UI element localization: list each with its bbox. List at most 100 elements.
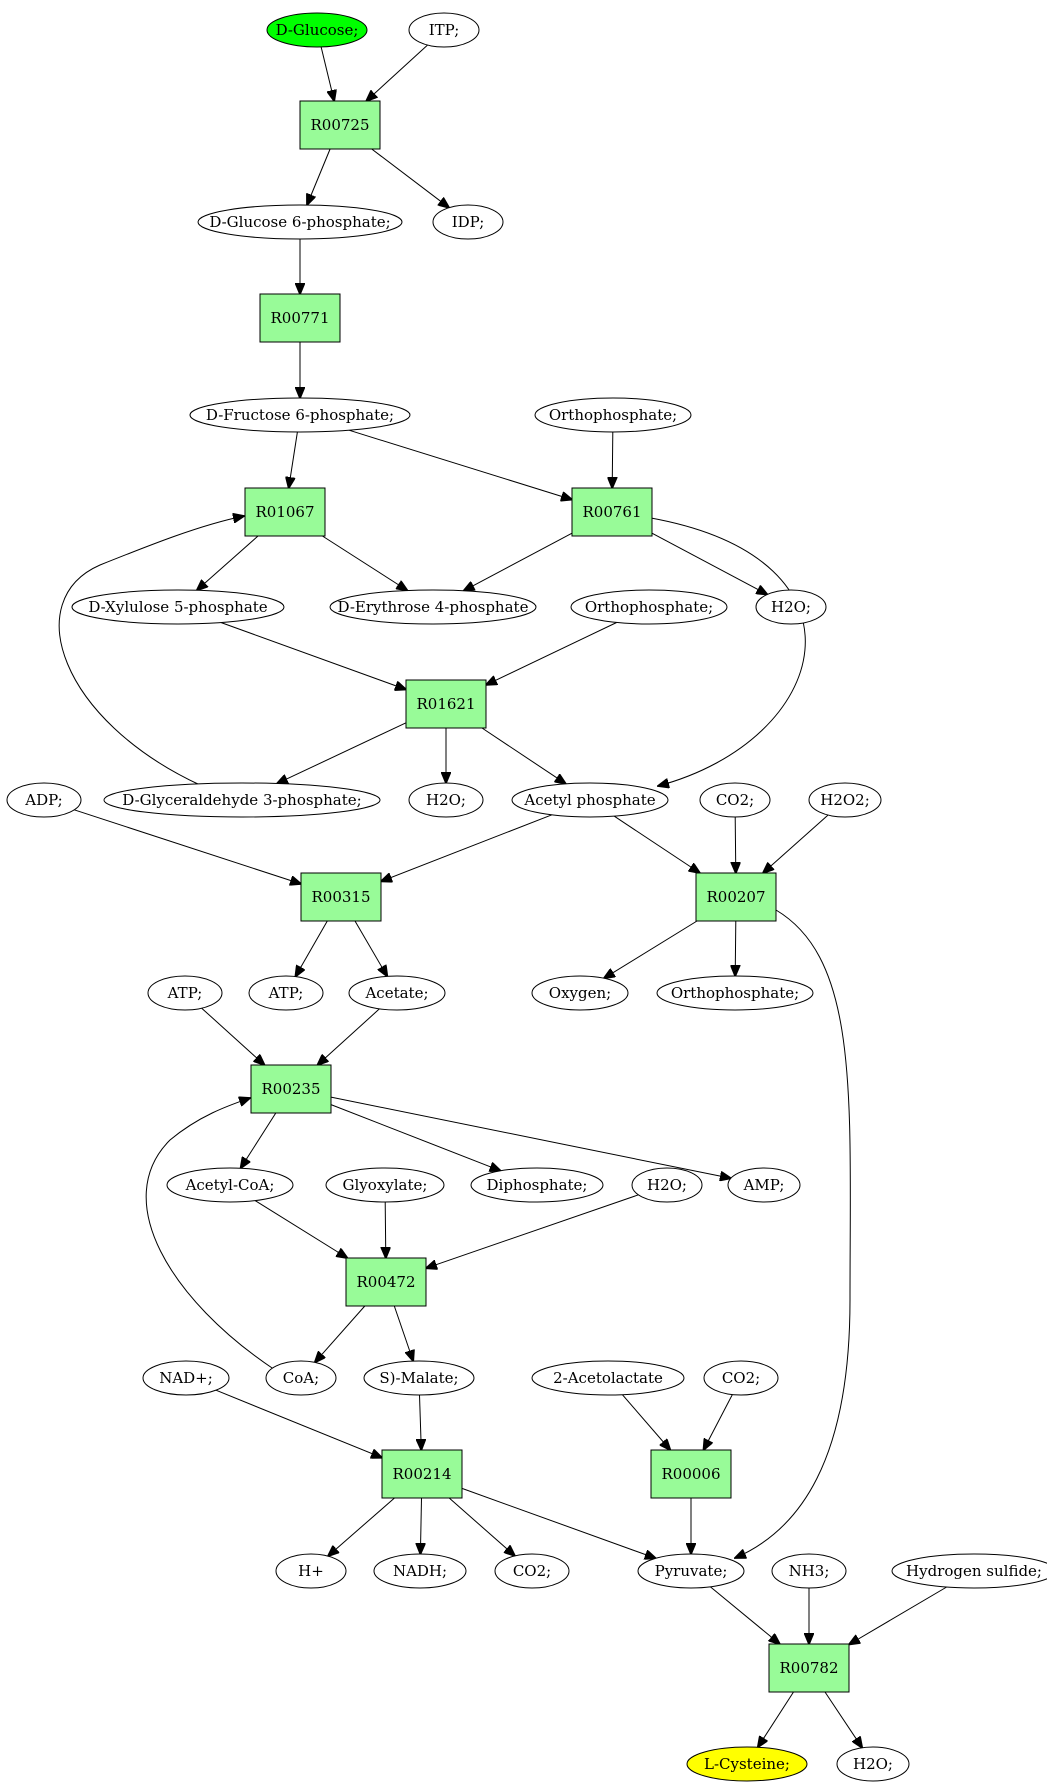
node-label: CO2; — [513, 1562, 551, 1580]
node-label: R00725 — [310, 116, 369, 134]
compound-node-co2b: CO2; — [703, 1360, 779, 1396]
node-label: R00315 — [311, 888, 370, 906]
edge-atp1-to-r00235 — [201, 1007, 265, 1065]
node-label: R00782 — [779, 1659, 838, 1677]
compound-node-acp: Acetyl phosphate — [511, 782, 669, 818]
compound-ellipse — [470, 1167, 604, 1203]
compound-ellipse — [432, 204, 504, 240]
compound-ellipse — [570, 589, 728, 625]
reaction-node-r00207: R00207 — [695, 872, 777, 922]
edge-r00214-to-pyr — [461, 1487, 656, 1558]
compound-node-ppi: Diphosphate; — [470, 1167, 604, 1203]
node-label: R00214 — [392, 1465, 451, 1483]
edge-x5p-to-r01621 — [220, 622, 406, 690]
compound-ellipse — [189, 397, 411, 433]
compound-ellipse — [808, 782, 882, 818]
compound-ellipse — [166, 1167, 294, 1203]
node-label: H+ — [298, 1562, 324, 1580]
reaction-box — [768, 1643, 850, 1693]
edge-pyr-to-r00782 — [709, 1586, 780, 1644]
node-label: H2O; — [771, 598, 811, 616]
node-label: CoA; — [283, 1369, 319, 1387]
compound-node-oxy: Oxygen; — [531, 975, 629, 1011]
edge-r00472-to-mal — [393, 1305, 413, 1361]
edge-h2s-to-r00782 — [849, 1586, 947, 1645]
reaction-node-r00315: R00315 — [300, 872, 382, 922]
edge-r00782-to-h2o4 — [824, 1691, 862, 1748]
edge-r00782-to-cys — [758, 1691, 794, 1747]
edge-r00214-to-hplus — [328, 1497, 395, 1556]
compound-node-cys: L-Cysteine; — [686, 1746, 808, 1782]
reaction-node-r01067: R01067 — [244, 487, 326, 537]
edge-adp-to-r00315 — [74, 809, 301, 884]
compound-ellipse — [771, 1553, 847, 1589]
node-label: R00207 — [706, 888, 765, 906]
compound-ellipse — [266, 12, 368, 48]
edge-mal-to-r00214 — [420, 1394, 422, 1450]
node-label: 2-Acetolactate — [553, 1369, 663, 1387]
node-label: D-Erythrose 4-phosphate — [338, 598, 529, 616]
node-label: ITP; — [429, 21, 460, 39]
node-label: NAD+; — [159, 1369, 213, 1387]
node-label: CO2; — [722, 1369, 760, 1387]
compound-node-gap: D-Glyceraldehyde 3-phosphate; — [103, 782, 381, 818]
node-label: Pyruvate; — [655, 1562, 728, 1580]
node-label: NADH; — [393, 1562, 447, 1580]
node-label: R01621 — [416, 695, 475, 713]
compound-ellipse — [363, 1360, 475, 1396]
compound-node-nad: NAD+; — [142, 1360, 230, 1396]
compound-node-h2o2: H2O; — [408, 782, 484, 818]
node-label: D-Glyceraldehyde 3-phosphate; — [122, 791, 361, 809]
node-label: D-Glucose 6-phosphate; — [209, 213, 390, 231]
compound-node-h2s: Hydrogen sulfide; — [891, 1553, 1047, 1589]
edge-r00214-to-co2c — [448, 1497, 515, 1556]
reaction-box — [695, 872, 777, 922]
node-label: Oxygen; — [549, 984, 611, 1002]
compound-ellipse — [248, 975, 324, 1011]
node-label: ATP; — [167, 984, 203, 1002]
compound-ellipse — [71, 589, 285, 625]
edge-r00761-to-acp — [650, 517, 806, 786]
compound-ellipse — [534, 397, 692, 433]
edge-r00761-to-h2o1 — [651, 532, 767, 594]
compound-node-hplus: H+ — [275, 1553, 347, 1589]
edge-h2o2x-to-r00207 — [763, 814, 829, 873]
compound-node-x5p: D-Xylulose 5-phosphate — [71, 589, 285, 625]
edge-acp-to-r00207 — [614, 815, 700, 873]
edge-accoa-to-r00472 — [254, 1200, 347, 1258]
compound-ellipse — [275, 1553, 347, 1589]
edge-r00235-to-ppi — [330, 1104, 501, 1171]
reaction-node-r00782: R00782 — [768, 1643, 850, 1693]
edge-r00725-to-g6p — [307, 148, 331, 205]
compound-node-idp: IDP; — [432, 204, 504, 240]
compound-node-acet: Acetate; — [348, 975, 446, 1011]
edge-co2a-to-r00207 — [735, 816, 736, 873]
compound-node-coa: CoA; — [265, 1360, 337, 1396]
node-label: ADP; — [24, 791, 62, 809]
node-label: R01067 — [255, 503, 314, 521]
node-label: R00761 — [582, 503, 641, 521]
node-label: R00006 — [661, 1465, 720, 1483]
reaction-box — [650, 1449, 732, 1499]
compound-node-h2o3: H2O; — [631, 1167, 703, 1203]
edge-glx-to-r00472 — [385, 1201, 386, 1258]
compound-ellipse — [147, 975, 223, 1011]
compound-ellipse — [373, 1553, 467, 1589]
compound-node-alac: 2-Acetolactate — [531, 1360, 685, 1396]
reaction-node-r00771: R00771 — [259, 293, 341, 343]
edge-r00725-to-idp — [371, 148, 449, 208]
node-label: Acetyl phosphate — [523, 791, 655, 809]
edge-r00235-to-amp — [330, 1096, 731, 1178]
edge-f6p-to-r01067 — [289, 431, 298, 488]
edge-pi1-to-r00761 — [612, 431, 613, 488]
compound-node-nadh: NADH; — [373, 1553, 467, 1589]
edge-pi2-to-r01621 — [486, 622, 617, 685]
edge-r00207-to-pyr — [735, 909, 851, 1558]
edge-r00315-to-acet — [354, 920, 387, 976]
compound-node-atp1: ATP; — [147, 975, 223, 1011]
compound-ellipse — [703, 1360, 779, 1396]
compound-node-h2o4: H2O; — [836, 1746, 910, 1782]
compound-node-co2c: CO2; — [494, 1553, 570, 1589]
compound-ellipse — [329, 589, 537, 625]
